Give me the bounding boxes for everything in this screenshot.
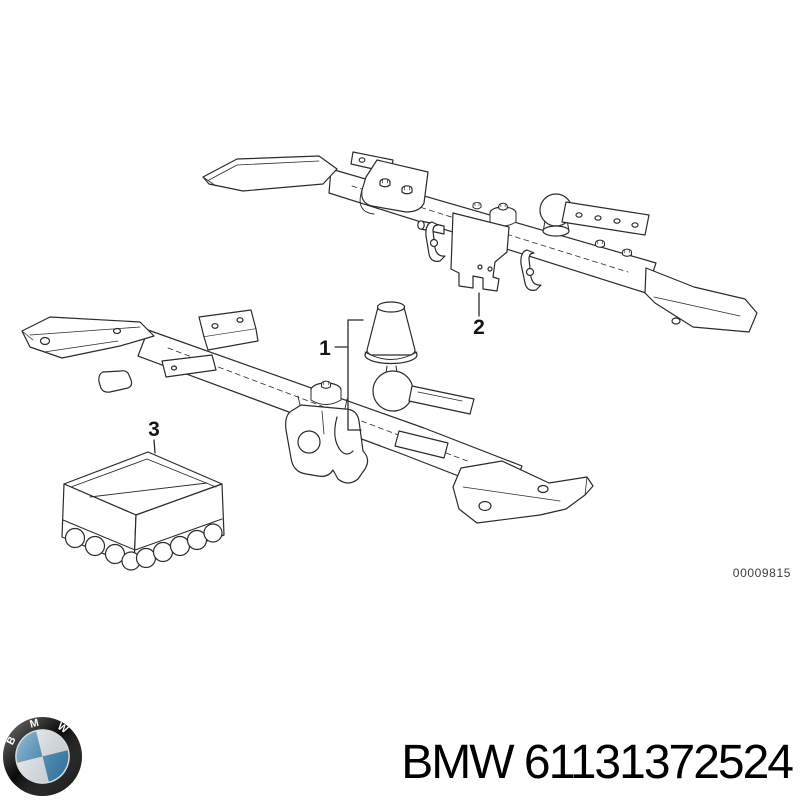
parts-kit-box xyxy=(61,451,225,571)
tow-hitch-parts-diagram: 1 2 3 00009815 xyxy=(21,151,791,580)
part-number-text: BMW 61131372524 xyxy=(401,736,794,789)
diagram-linework xyxy=(21,151,758,571)
bmw-logo: B M W xyxy=(3,717,82,796)
callout-leader-3 xyxy=(153,439,156,454)
callout-1-label: 1 xyxy=(319,337,331,360)
lower-towbar-assembly xyxy=(21,301,594,524)
callout-3-label: 3 xyxy=(148,418,160,441)
logo-quadrant-shade xyxy=(16,730,69,783)
callout-leader-1 xyxy=(334,319,364,431)
callout-2-label: 2 xyxy=(473,316,485,339)
logo-inner: B M W xyxy=(4,717,71,784)
drawing-number: 00009815 xyxy=(733,566,791,580)
upper-towbar-assembly xyxy=(202,151,758,333)
logo-letter-m: M xyxy=(29,717,41,731)
